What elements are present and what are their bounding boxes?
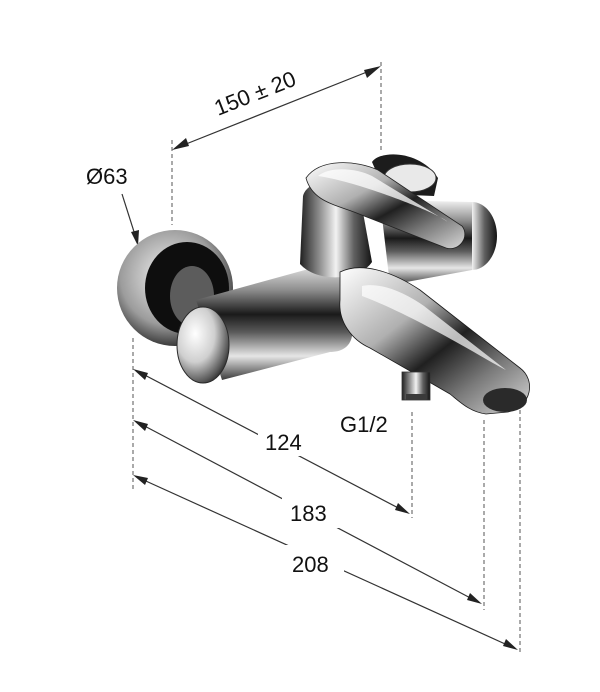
arrowhead-top-right [364, 66, 381, 78]
arrowhead-183-left [133, 420, 148, 431]
diameter-leader-line [121, 193, 137, 239]
label-bg-183 [282, 494, 342, 528]
lever-handle [305, 162, 466, 250]
dimension-label-top: 150 ± 20 [211, 66, 300, 121]
dimension-line-top [175, 67, 378, 149]
arrowhead-124-right [395, 503, 410, 514]
dimension-label-183: 183 [290, 501, 327, 526]
diameter-label: Ø63 [86, 164, 128, 189]
spout-outlet [483, 388, 527, 412]
arrowhead-208-left [133, 475, 148, 485]
label-bg-208 [284, 545, 344, 579]
arrowhead-top-left [172, 138, 189, 150]
shower-outlet-thread [406, 394, 426, 400]
dimension-label-208: 208 [292, 552, 329, 577]
thread-label: G1/2 [340, 412, 388, 437]
arrowhead-124-left [133, 369, 148, 380]
diameter-arrowhead [131, 230, 139, 246]
main-body [196, 260, 352, 380]
arrowhead-208-right [503, 639, 518, 650]
arrowhead-183-right [467, 593, 482, 604]
label-bg-124 [258, 422, 318, 456]
left-end-cap [176, 306, 230, 384]
dimension-label-124: 124 [265, 430, 302, 455]
spout-highlight [362, 285, 506, 370]
faucet-illustration [117, 154, 530, 415]
lever-highlight [318, 169, 448, 222]
